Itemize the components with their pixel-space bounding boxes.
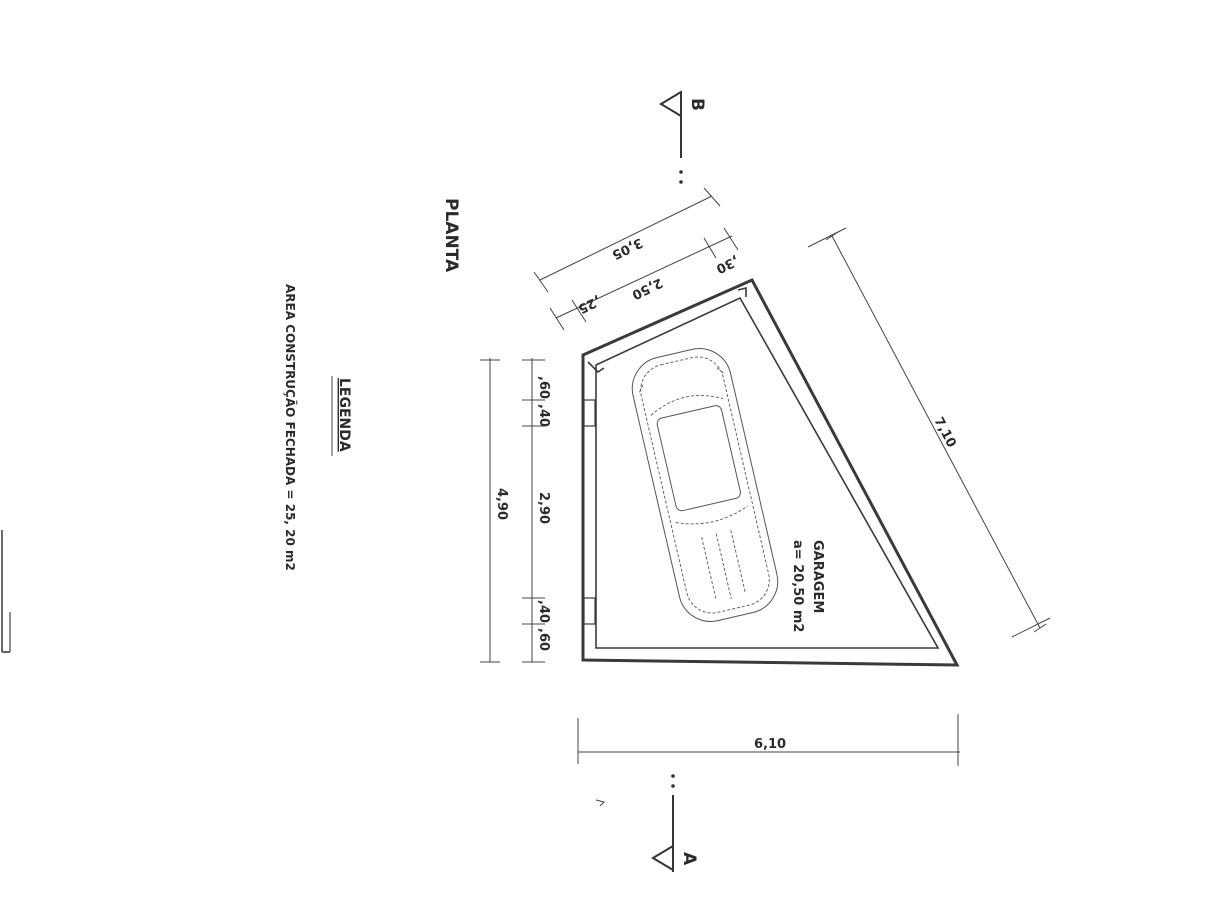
room-name: GARAGEM: [810, 540, 825, 613]
dimension-left-top-inner-label: ,40: [536, 404, 551, 427]
dimension-bottom-label: 6,10: [754, 737, 786, 752]
legend-heading: LEGENDA: [336, 378, 352, 452]
dimension-top-inner-label: 2,50: [629, 274, 664, 302]
dimension-left-middle-label: 2,90: [536, 492, 551, 524]
stray-mark: [595, 799, 605, 807]
garage-inner-wall: [595, 296, 940, 649]
dimension-diagonal: [807, 227, 1051, 638]
dimension-top-total-label: 3,05: [609, 234, 644, 262]
legend-row: AREA CONSTRUÇÃO FECHADA = 25, 20 m2: [283, 284, 298, 571]
dimension-diagonal-label: 7,10: [930, 415, 958, 450]
car-drawing: [631, 348, 779, 622]
window-bottom: [583, 597, 596, 625]
garage-outer-wall: [581, 278, 960, 667]
title-block-fragment: [1, 530, 11, 653]
dimension-left-bottom-inner-label: ,40: [536, 600, 551, 623]
dimension-left-total: [480, 358, 500, 663]
dimension-top-segments: [549, 227, 739, 331]
wall-jog-left: [587, 361, 605, 374]
section-mark-a: [651, 774, 675, 872]
window-top: [583, 399, 596, 427]
dimension-top-total: [533, 187, 721, 293]
section-mark-b-letter: B: [687, 98, 707, 111]
section-mark-b: [659, 90, 683, 184]
dimension-left-bottom-outer-label: ,60: [536, 628, 551, 651]
room-area: a= 20,50 m2: [790, 540, 805, 632]
dimension-left-segments: [522, 358, 545, 663]
dimension-top-right-label: ,30: [714, 252, 741, 276]
wall-jog-top: [737, 286, 747, 297]
dimension-left-total-label: 4,90: [494, 488, 509, 520]
section-mark-a-letter: A: [679, 852, 699, 866]
dimension-bottom: [577, 714, 960, 766]
dimension-left-top-outer-label: ,60: [536, 376, 551, 399]
page-title: PLANTA: [441, 198, 461, 273]
